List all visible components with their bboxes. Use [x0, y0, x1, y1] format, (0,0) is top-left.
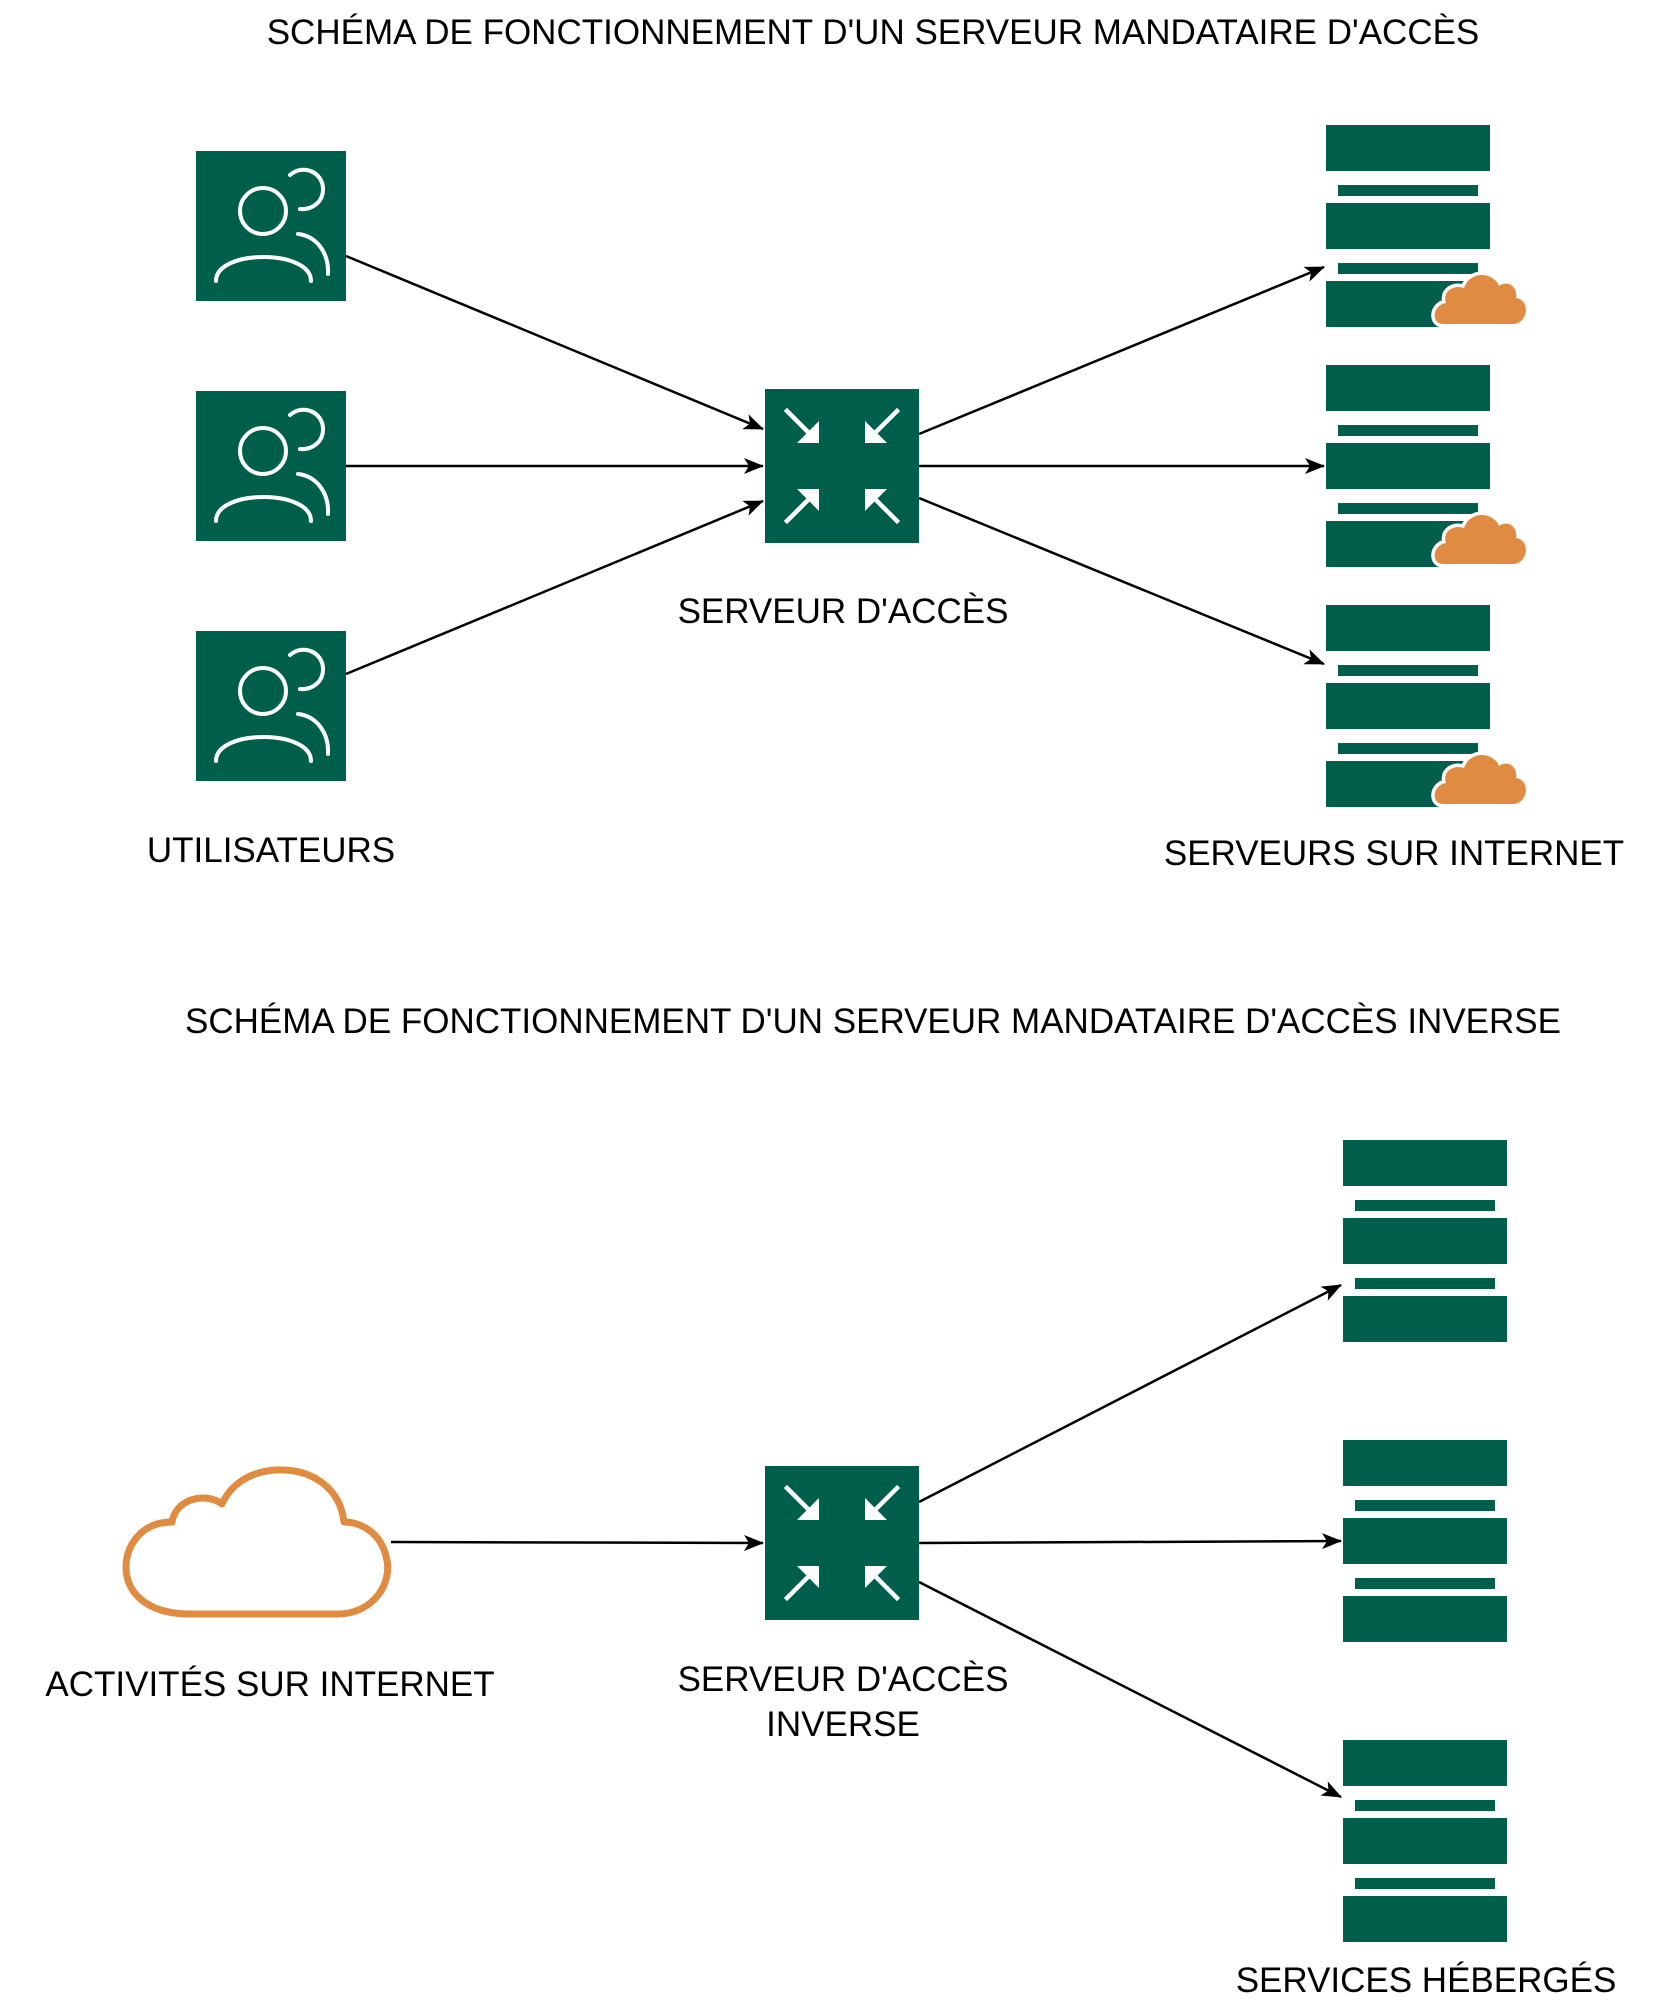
arrow-user1-to-proxy — [345, 254, 764, 431]
arrow-proxy-to-service2 — [918, 1533, 1342, 1550]
arrow-proxy-to-service3 — [918, 1580, 1342, 1799]
reverse-proxy-label-line1: SERVEUR D'ACCÈS — [678, 1660, 1009, 1699]
forward-title: SCHÉMA DE FONCTIONNEMENT D'UN SERVEUR MA… — [267, 13, 1480, 52]
cloud-outline-icon — [122, 1466, 391, 1618]
users-icon — [194, 389, 348, 543]
arrow-proxy-to-server3 — [918, 496, 1325, 666]
servers-label: SERVEURS SUR INTERNET — [1164, 834, 1624, 873]
arrow-internet-to-proxy — [390, 1534, 764, 1551]
server-stack-icon — [1343, 1440, 1507, 1642]
reverse-title: SCHÉMA DE FONCTIONNEMENT D'UN SERVEUR MA… — [185, 1002, 1561, 1041]
arrow-user3-to-proxy — [345, 499, 764, 676]
server-stack-icon — [1343, 1740, 1507, 1942]
forward-proxy-label: SERVEUR D'ACCÈS — [678, 592, 1009, 631]
server-stack-icon — [1343, 1140, 1507, 1342]
users-icon — [194, 149, 348, 303]
arrow-proxy-to-server1 — [918, 265, 1325, 436]
users-label: UTILISATEURS — [147, 831, 395, 870]
services-label: SERVICES HÉBERGÉS — [1236, 1961, 1617, 2000]
arrow-proxy-to-service1 — [918, 1283, 1342, 1504]
users-icon — [194, 629, 348, 783]
proxy-arrows-icon — [765, 389, 919, 543]
internet-label: ACTIVITÉS SUR INTERNET — [45, 1665, 494, 1704]
reverse-proxy-label-line2: INVERSE — [766, 1705, 920, 1744]
proxy-arrows-icon — [765, 1466, 919, 1620]
